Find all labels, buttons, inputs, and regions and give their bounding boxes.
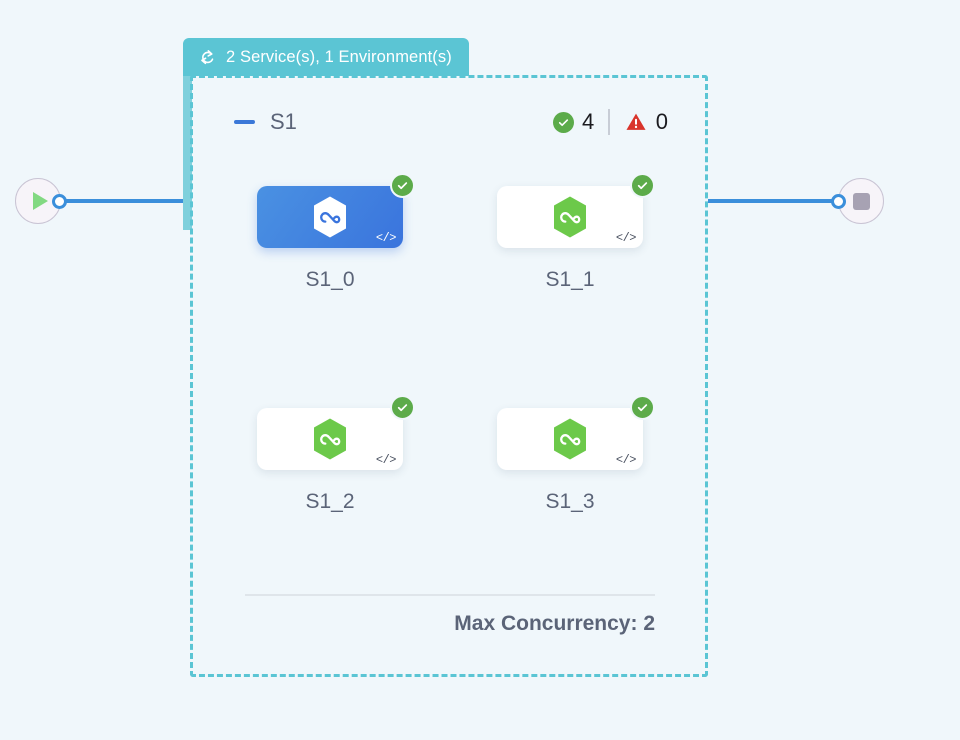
group-toolbar: S1 4 0	[232, 105, 668, 139]
success-count: 4	[582, 109, 595, 134]
code-icon[interactable]: </>	[615, 231, 637, 245]
loop-icon	[201, 50, 214, 65]
group-name-label: S1	[270, 109, 297, 134]
hexagon-infinity-icon	[554, 196, 586, 238]
check-badge-icon	[390, 395, 415, 420]
end-node-input-port[interactable]	[831, 194, 846, 209]
hexagon-infinity-icon	[554, 418, 586, 460]
service-node-card[interactable]: </>	[257, 395, 415, 470]
status-cluster: 4 0	[553, 109, 668, 135]
group-footer-divider	[245, 594, 655, 596]
code-icon[interactable]: </>	[375, 231, 397, 245]
code-icon[interactable]: </>	[615, 453, 637, 467]
warning-count: 0	[655, 109, 668, 134]
service-node-label: S1_0	[305, 268, 355, 291]
edge-start-to-group	[60, 199, 192, 203]
service-node-label: S1_3	[545, 490, 595, 513]
success-status: 4	[553, 109, 594, 135]
warning-triangle-icon	[626, 113, 646, 130]
play-icon	[32, 192, 48, 210]
service-node-card[interactable]: </>	[497, 173, 655, 248]
hexagon-infinity-icon	[314, 196, 346, 238]
group-header-tab[interactable]: 2 Service(s), 1 Environment(s)	[183, 38, 469, 76]
stop-icon	[852, 192, 870, 210]
check-circle-icon	[553, 111, 574, 133]
check-badge-icon	[390, 173, 415, 198]
edge-group-to-end	[708, 199, 836, 203]
service-node[interactable]: </> S1_3	[486, 395, 655, 514]
check-badge-icon	[630, 173, 655, 198]
minus-icon	[233, 120, 255, 124]
collapse-group-button[interactable]	[232, 110, 256, 134]
service-node[interactable]: </> S1_0	[246, 173, 415, 292]
service-node[interactable]: </> S1_1	[486, 173, 655, 292]
check-badge-icon	[630, 395, 655, 420]
service-node[interactable]: </> S1_2	[246, 395, 415, 514]
start-node-output-port[interactable]	[52, 194, 67, 209]
service-node-label: S1_1	[545, 268, 595, 291]
warning-status: 0	[624, 109, 668, 135]
status-divider	[608, 109, 610, 135]
group-header-stub	[183, 72, 192, 230]
group-header-label: 2 Service(s), 1 Environment(s)	[226, 47, 452, 66]
service-node-label: S1_2	[305, 490, 355, 513]
code-icon[interactable]: </>	[375, 453, 397, 467]
service-group-container[interactable]	[190, 75, 708, 677]
service-node-card[interactable]: </>	[497, 395, 655, 470]
service-node-card[interactable]: </>	[257, 173, 415, 248]
max-concurrency-label: Max Concurrency: 2	[454, 612, 655, 635]
hexagon-infinity-icon	[314, 418, 346, 460]
